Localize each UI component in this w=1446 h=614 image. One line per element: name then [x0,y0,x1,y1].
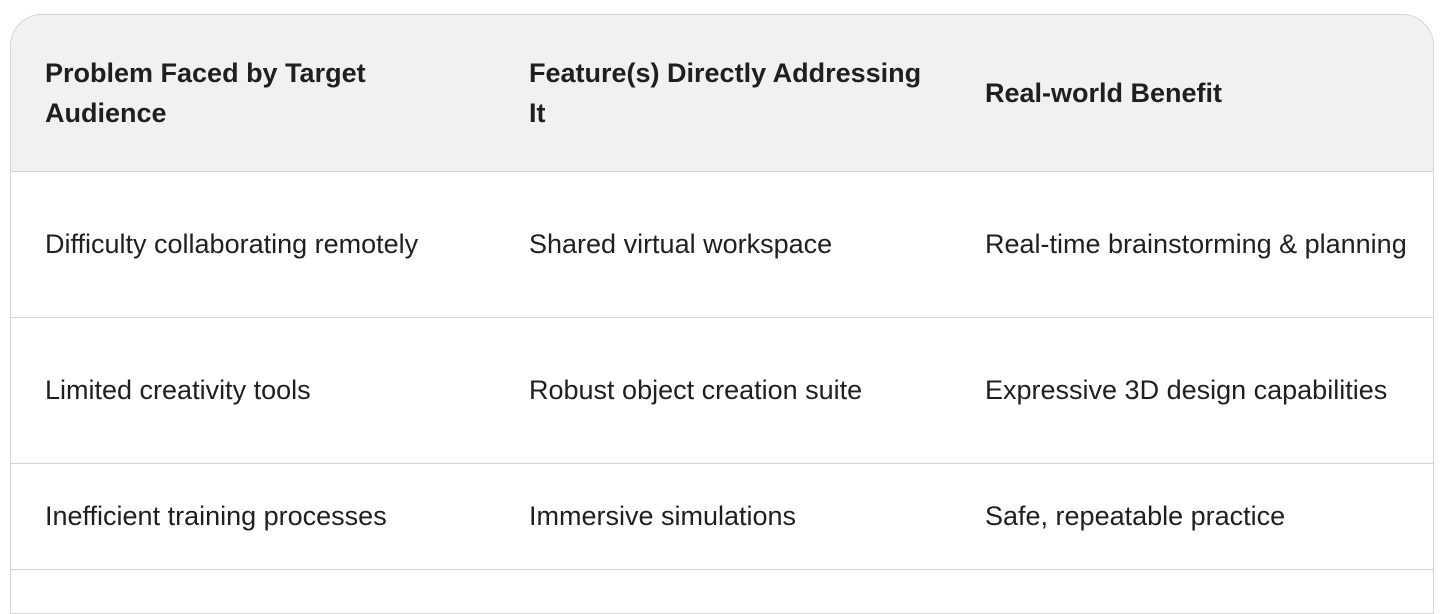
cell-benefit: Expressive 3D design capabilities [951,317,1433,464]
header-row: Problem Faced by Target Audience Feature… [11,15,1433,172]
cell-feature: Immersive simulations [495,463,951,570]
comparison-table-container: Problem Faced by Target Audience Feature… [10,14,1434,614]
cell-feature: Robust object creation suite [495,317,951,464]
comparison-table: Problem Faced by Target Audience Feature… [11,15,1433,613]
header-features: Feature(s) Directly Addressing It [495,15,951,172]
cell-empty [495,569,951,613]
table-row: Inefficient training processes Immersive… [11,463,1433,570]
header-problem: Problem Faced by Target Audience [11,15,495,172]
cell-feature: Shared virtual workspace [495,171,951,318]
cell-problem: Difficulty collaborating remotely [11,171,495,318]
table-body: Difficulty collaborating remotely Shared… [11,171,1433,613]
cell-benefit: Safe, repeatable practice [951,463,1433,570]
cell-empty [951,569,1433,613]
cell-problem: Inefficient training processes [11,463,495,570]
table-header: Problem Faced by Target Audience Feature… [11,15,1433,172]
table-row-partial [11,569,1433,613]
cell-benefit: Real-time brainstorming & planning [951,171,1433,318]
header-benefit: Real-world Benefit [951,15,1433,172]
table-row: Difficulty collaborating remotely Shared… [11,171,1433,318]
table-row: Limited creativity tools Robust object c… [11,317,1433,464]
cell-empty [11,569,495,613]
cell-problem: Limited creativity tools [11,317,495,464]
